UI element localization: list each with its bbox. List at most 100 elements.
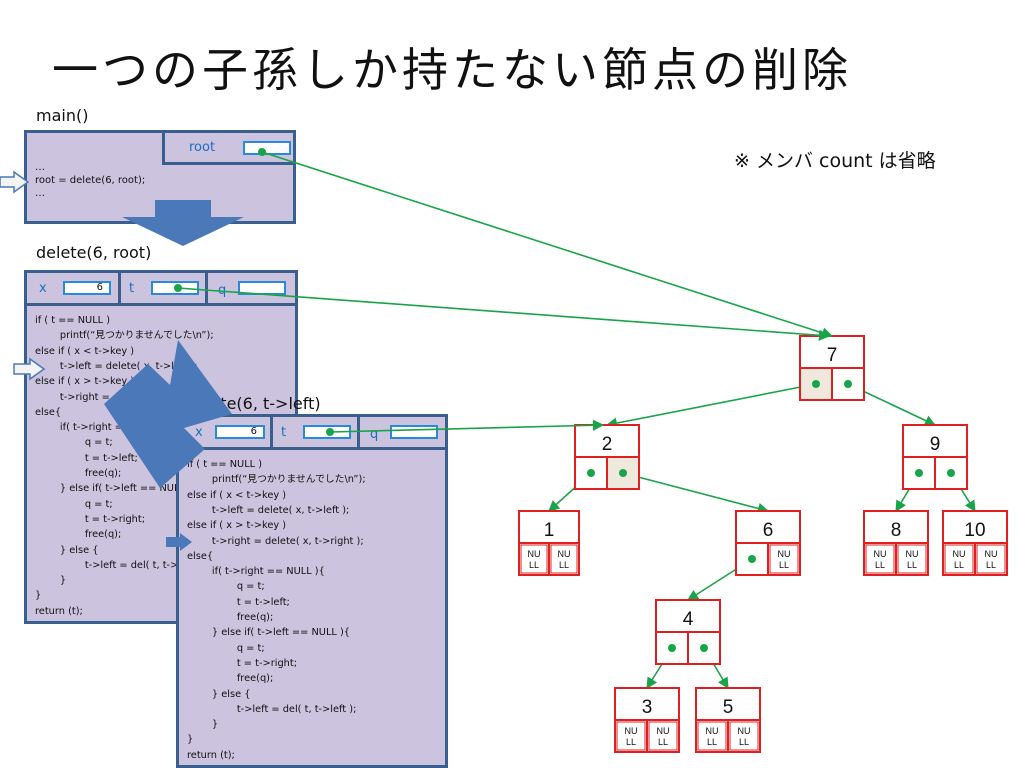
null-label: LL — [707, 737, 717, 747]
delete2-code-line: t->left = del( t, t->left ); — [187, 703, 357, 715]
null-label: LL — [779, 560, 789, 570]
main-frame-label: main() — [36, 106, 89, 125]
null-cell-box — [865, 544, 895, 574]
tree-node-key: 7 — [827, 345, 838, 366]
null-cell-box — [550, 544, 578, 574]
null-label: LL — [529, 560, 539, 570]
null-label: LL — [875, 560, 885, 570]
null-label: NU — [528, 549, 541, 559]
delete1-code-line: return (t); — [35, 605, 83, 617]
null-cell-box — [897, 544, 927, 574]
tree-node-key: 8 — [891, 520, 902, 541]
delete1-code-line: else{ — [35, 406, 62, 418]
delete1-code-line: printf(“見つかりませんでした\n”); — [35, 330, 214, 342]
pointer-dot — [947, 469, 955, 477]
delete2-code-line: q = t; — [187, 581, 265, 593]
delete1-code-line: free(q); — [35, 468, 122, 479]
delete1-code-line: if ( t == NULL ) — [35, 315, 111, 326]
delete2-t-pointer — [329, 419, 605, 433]
tree-edge — [622, 472, 770, 514]
delete2-code-line: q = t; — [187, 642, 265, 654]
call-down-arrow — [122, 200, 244, 246]
frame-pointers — [174, 148, 834, 436]
delete2-code-line: else if ( x > t->key ) — [187, 520, 287, 532]
delete2-frame: x 6 t q if ( t == NULL ) printf(“見つかりません… — [176, 414, 448, 768]
delete2-x-name: x — [195, 425, 203, 440]
main-current-line-arrow — [0, 170, 30, 194]
delete2-code-line: t->left = delete( x, t->left ); — [187, 504, 350, 516]
null-label: NU — [874, 549, 887, 559]
delete1-t-pointer — [177, 287, 831, 341]
main-code-line-1: … — [35, 162, 45, 173]
delete1-current-line-arrow — [13, 357, 46, 381]
null-label: LL — [907, 560, 917, 570]
delete1-t-name: t — [129, 281, 135, 296]
tree-node-4: 4 — [655, 599, 721, 665]
tree-node-key: 9 — [930, 434, 941, 455]
main-code-line-2: root = delete(6, root); — [35, 175, 146, 186]
delete2-code-line: if( t->right == NULL ){ — [187, 566, 325, 578]
delete2-code-line: else if ( x < t->key ) — [187, 489, 287, 501]
root-variable-cell: root — [162, 133, 296, 165]
delete1-code-line: } — [35, 590, 42, 602]
null-cell-box — [769, 544, 799, 574]
tree-node-key: 1 — [544, 520, 555, 541]
delete1-code-line: q = t; — [35, 498, 113, 510]
delete2-code-line: if ( t == NULL ) — [187, 459, 263, 470]
null-label: LL — [739, 737, 749, 747]
delete2-code-line: else{ — [187, 550, 214, 562]
delete2-code-line: free(q); — [187, 673, 274, 685]
delete2-t-pointer-dot — [326, 428, 334, 436]
delete2-code-line: printf(“見つかりませんでした\n”); — [187, 474, 366, 486]
null-label: LL — [626, 737, 636, 747]
null-label: LL — [986, 560, 996, 570]
page-title: 一つの子孫しか持たない節点の削除 — [52, 43, 852, 97]
delete2-current-line-arrow — [166, 533, 192, 551]
delete2-code-line: } else if( t->left == NULL ){ — [187, 627, 351, 639]
pointer-dot — [748, 555, 756, 563]
delete2-code-line: } — [187, 719, 219, 731]
null-cell-box — [944, 544, 974, 574]
delete2-code-line: } — [187, 734, 194, 746]
delete1-code-line: else if ( x < t->key ) — [35, 345, 135, 357]
null-label: NU — [906, 549, 919, 559]
delete2-q-name: q — [370, 427, 379, 442]
null-cell-box — [697, 721, 727, 751]
null-label: NU — [985, 549, 998, 559]
omitted-member-note: ※ メンバ count は省略 — [734, 150, 936, 172]
delete1-code-line: } else { — [35, 544, 99, 556]
delete2-q-slot — [390, 425, 438, 439]
null-label: LL — [954, 560, 964, 570]
tree-node-key: 6 — [763, 520, 774, 541]
pointer-dot — [587, 469, 595, 477]
pointer-dot — [619, 469, 627, 477]
delete1-code-line: free(q); — [35, 529, 122, 541]
delete2-code-line: t = t->right; — [187, 657, 298, 669]
delete1-frame-label: delete(6, root) — [36, 243, 152, 262]
delete1-x-value: 6 — [63, 281, 111, 295]
delete1-code-line: } — [35, 575, 67, 587]
null-cell-box — [976, 544, 1006, 574]
pointer-dot — [668, 644, 676, 652]
null-cell-box — [729, 721, 759, 751]
delete1-code-line: q = t; — [35, 437, 113, 449]
delete2-x-value: 6 — [215, 425, 265, 439]
delete2-code-line: t = t->left; — [187, 596, 290, 608]
tree-node-key: 5 — [723, 697, 734, 718]
null-cell-box — [520, 544, 548, 574]
pointer-dot — [915, 469, 923, 477]
delete1-t-pointer-dot — [174, 284, 182, 292]
delete1-code-line: t = t->right; — [35, 513, 146, 525]
delete2-x-cell: x 6 — [179, 417, 273, 447]
delete2-code-line: free(q); — [187, 612, 274, 623]
delete2-q-cell: q — [360, 417, 445, 447]
pointer-dot — [812, 380, 820, 388]
null-label: NU — [738, 726, 751, 736]
call-diagonal-arrow — [104, 340, 232, 488]
tree-node-key: 10 — [964, 520, 985, 541]
tree-node-9: 9 — [902, 424, 968, 490]
